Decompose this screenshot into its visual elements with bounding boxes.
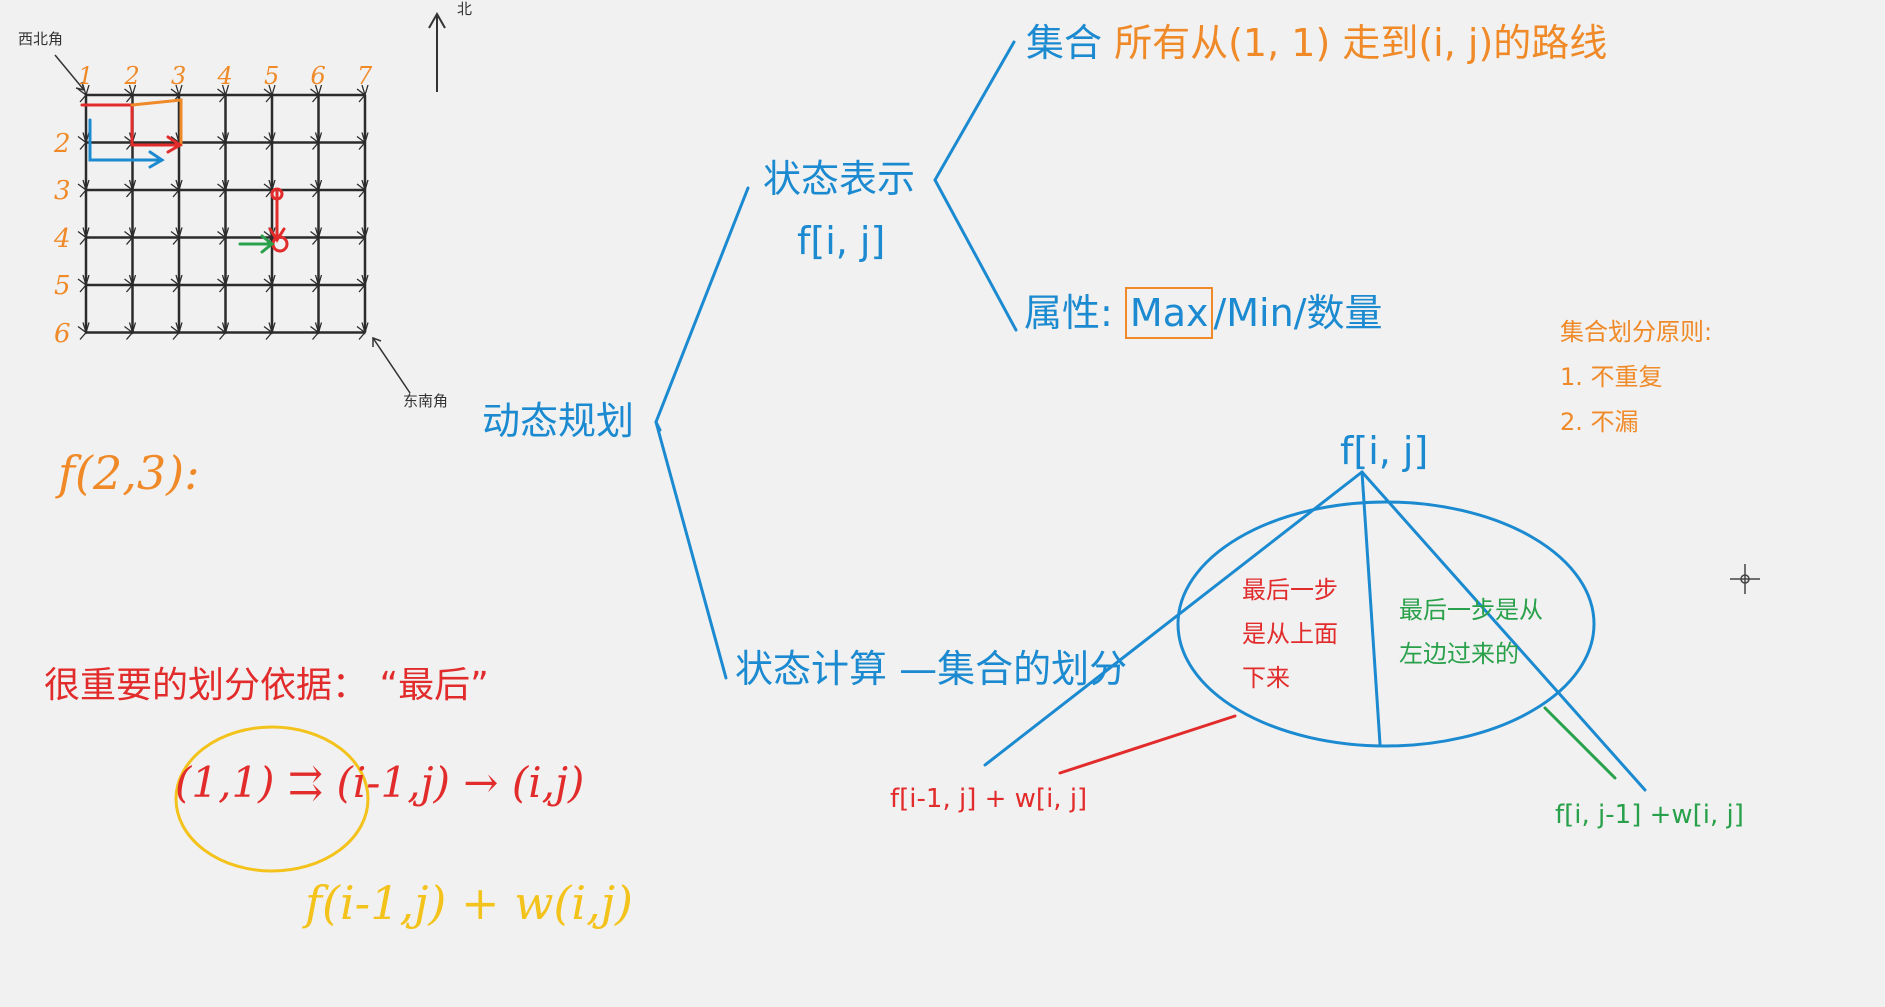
set-node: 集合 所有从(1, 1) 走到(i, j)的路线 bbox=[1026, 24, 1607, 62]
attribute-node: 属性: Max/Min/数量 bbox=[1024, 287, 1383, 339]
grid-arrow-tick bbox=[170, 274, 183, 293]
partition-diagram bbox=[983, 470, 1647, 792]
partition-right-line-2: 左边过来的 bbox=[1399, 640, 1519, 668]
root-node: 动态规划 bbox=[482, 399, 635, 443]
grid-arrow-tick bbox=[77, 274, 90, 293]
path-expression-handwriting: (1,1) ⇉ (i-1,j) → (i,j) bbox=[175, 758, 585, 807]
grid-arrow-tick bbox=[310, 179, 323, 198]
grid-arrow-tick bbox=[310, 322, 323, 340]
grid-arrow-tick bbox=[124, 84, 137, 103]
grid-column-number: 5 bbox=[264, 62, 280, 90]
grid-arrow-tick bbox=[77, 179, 90, 198]
key-note: 很重要的划分依据： “最后” bbox=[44, 665, 489, 706]
partition-right-text: 最后一步是从 左边过来的 bbox=[1399, 588, 1543, 676]
set-description: 所有从(1, 1) 走到(i, j)的路线 bbox=[1114, 21, 1608, 65]
grid-arrow-tick bbox=[356, 227, 369, 245]
grid-arrow-tick bbox=[124, 132, 137, 150]
grid-arrow-tick bbox=[77, 322, 90, 340]
grid-arrow-tick bbox=[170, 179, 183, 198]
f-note-handwriting: f(2,3): bbox=[58, 446, 200, 500]
grid-arrow-tick bbox=[77, 227, 90, 245]
grid-column-number: 2 bbox=[124, 62, 140, 90]
partition-left-line-1: 最后一步 bbox=[1242, 576, 1338, 604]
partition-left-text: 最后一步 是从上面 下来 bbox=[1242, 568, 1338, 700]
grid-arrow-tick bbox=[356, 132, 369, 150]
north-label: 北 bbox=[457, 0, 473, 18]
se-corner-pointer-icon bbox=[372, 336, 411, 394]
formula-handwriting: f(i-1,j) + w(i,j) bbox=[305, 876, 633, 930]
grid-arrow-tick bbox=[356, 179, 369, 198]
grid-arrow-tick bbox=[217, 179, 230, 198]
partition-right-line-1: 最后一步是从 bbox=[1399, 596, 1543, 624]
grid-column-number: 3 bbox=[171, 62, 187, 90]
grid-arrow-tick bbox=[310, 274, 323, 293]
left-formula: f[i-1, j] + w[i, j] bbox=[890, 784, 1088, 814]
set-label: 集合 bbox=[1026, 21, 1103, 65]
grid-arrow-tick bbox=[263, 84, 276, 103]
grid-arrow-tick bbox=[310, 132, 323, 150]
grid-arrow-tick bbox=[170, 322, 183, 340]
grid-map bbox=[84, 93, 367, 334]
nw-corner-pointer-icon bbox=[54, 54, 86, 92]
grid-row-number: 6 bbox=[54, 318, 71, 349]
right-formula: f[i, j-1] +w[i, j] bbox=[1555, 800, 1744, 830]
grid-path-annotations bbox=[80, 98, 289, 254]
grid-arrow-tick bbox=[77, 132, 90, 150]
partition-top-symbol: f[i, j] bbox=[1340, 429, 1429, 473]
grid-row-number: 4 bbox=[54, 223, 71, 254]
cursor-crosshair-icon bbox=[1730, 564, 1760, 594]
grid-arrow-tick bbox=[263, 322, 276, 340]
state-computation-node: 状态计算 —集合的划分 bbox=[735, 647, 1128, 691]
corner-se-label: 东南角 bbox=[403, 392, 449, 410]
grid-arrow-tick bbox=[356, 274, 369, 293]
attribute-rest: /Min/数量 bbox=[1213, 291, 1383, 335]
partition-left-line-3: 下来 bbox=[1242, 664, 1290, 692]
grid-row-number: 2 bbox=[54, 128, 71, 159]
grid-arrow-tick bbox=[124, 322, 137, 340]
grid-row-number: 5 bbox=[54, 271, 71, 301]
grid-tick-marks bbox=[77, 84, 369, 340]
grid-column-number: 6 bbox=[310, 62, 326, 90]
grid-column-number: 4 bbox=[217, 62, 233, 90]
grid-arrow-tick bbox=[356, 84, 369, 103]
attribute-max-highlighted: Max bbox=[1124, 287, 1214, 339]
grid-column-number: 1 bbox=[78, 62, 94, 90]
grid-arrow-tick bbox=[217, 274, 230, 293]
grid-arrow-tick bbox=[217, 84, 230, 103]
grid-arrow-tick bbox=[124, 274, 137, 293]
state-symbol: f[i, j] bbox=[797, 219, 886, 263]
grid-arrow-tick bbox=[124, 227, 137, 245]
grid-column-number: 7 bbox=[357, 62, 373, 90]
principle-title: 集合划分原则: bbox=[1560, 318, 1713, 346]
grid-arrow-tick bbox=[217, 132, 230, 150]
state-representation-node: 状态表示 bbox=[763, 157, 916, 201]
grid-arrow-tick bbox=[263, 132, 276, 150]
principle-item-2: 2. 不漏 bbox=[1560, 408, 1639, 436]
grid-row-number: 3 bbox=[54, 176, 71, 206]
grid-arrow-tick bbox=[170, 227, 183, 245]
grid-arrow-tick bbox=[263, 274, 276, 293]
grid-arrow-tick bbox=[217, 322, 230, 340]
grid-arrow-tick bbox=[310, 227, 323, 245]
corner-nw-label: 西北角 bbox=[18, 30, 64, 48]
mindmap-branches bbox=[654, 40, 1018, 680]
attribute-label: 属性: bbox=[1024, 291, 1113, 335]
grid-arrow-tick bbox=[217, 227, 230, 245]
principle-item-1: 1. 不重复 bbox=[1560, 363, 1663, 391]
grid-arrow-tick bbox=[356, 322, 369, 340]
north-arrow-icon bbox=[428, 11, 446, 92]
partition-left-line-2: 是从上面 bbox=[1242, 620, 1338, 648]
grid-arrow-tick bbox=[124, 179, 137, 198]
grid-arrow-tick bbox=[310, 84, 323, 103]
highlight-circle bbox=[174, 725, 370, 873]
